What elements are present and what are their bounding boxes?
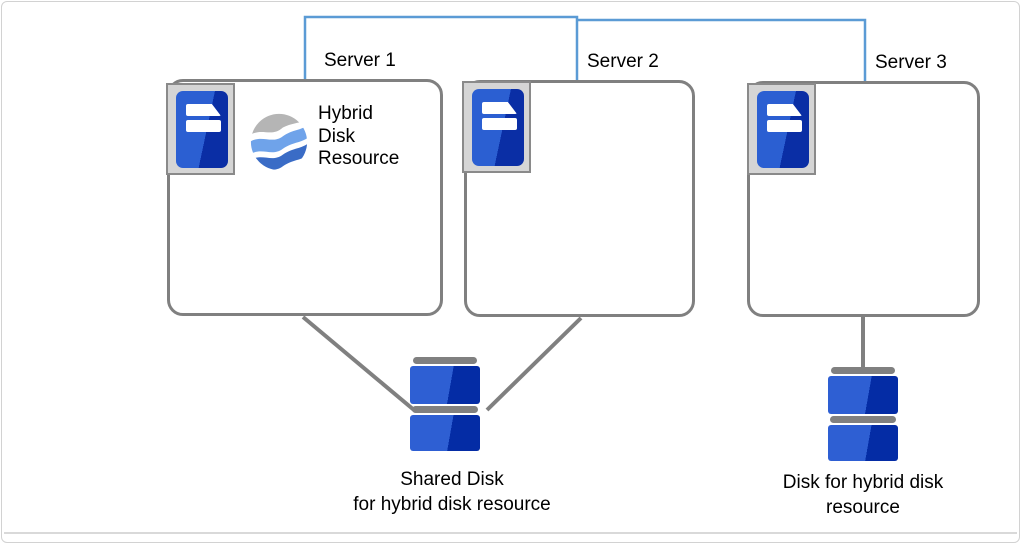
shared-disk-caption: Shared Disk for hybrid disk resource [353,469,551,515]
network-line-server2-server3 [578,18,867,81]
server-slot-icon [767,104,802,116]
server-slot-icon [482,118,517,130]
hybrid-disk-caption: Disk for hybrid disk resource [782,472,944,518]
disk-platter [410,366,480,404]
server2-label: Server 2 [587,51,659,72]
disk-divider [412,406,478,413]
server1-icon [166,83,235,175]
disk-platter [828,376,898,414]
disk-platter [410,415,480,451]
server-chassis-icon [757,91,809,168]
server-slot-icon [767,120,802,132]
server-slot-icon [186,104,221,116]
server2-icon [462,81,531,173]
server1-label: Server 1 [324,50,396,71]
server3-icon [747,83,816,175]
hybrid-disk-resource-label: Hybrid Disk Resource [318,103,400,169]
server3-label: Server 3 [875,52,947,73]
server-slot-icon [482,102,517,114]
server2-box [464,80,695,317]
server-chassis-icon [176,91,228,168]
shared-disk-icon [410,357,480,451]
hybrid-disk-icon [828,367,898,461]
disk-divider [830,416,896,423]
server-chassis-icon [472,89,524,166]
connector-server2-shared-disk [485,316,583,412]
network-line-server1-server2 [303,15,579,80]
disk-cap [413,357,477,364]
hybrid-disk-resource-icon [250,113,308,171]
server-slot-icon [186,120,221,132]
disk-cap [831,367,895,374]
connector-server1-shared-disk [301,315,416,412]
disk-platter [828,425,898,461]
bottom-divider [4,532,1017,534]
